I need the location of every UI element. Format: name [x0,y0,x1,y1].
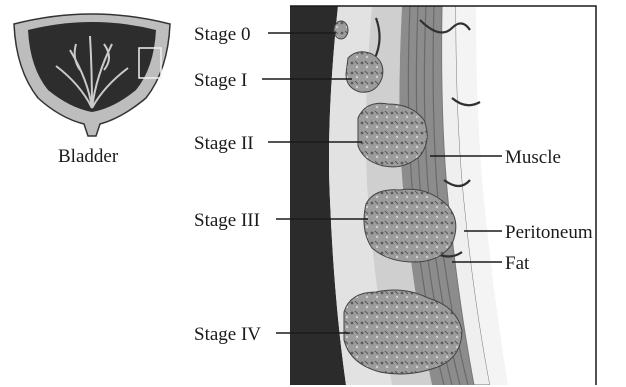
bladder-illustration: Bladder [14,14,170,167]
tumor-stage-i [346,52,383,92]
stage-0-label: Stage 0 [194,24,250,45]
fat-label: Fat [505,253,530,274]
muscle-label: Muscle [505,147,561,168]
stage-i-label: Stage I [194,70,247,91]
wall-cross-section [290,6,596,385]
stage-iii-label: Stage III [194,210,260,231]
tumor-stage-0 [334,21,348,39]
peritoneum-label: Peritoneum [505,222,593,243]
tumor-stage-ii [358,103,427,167]
stage-iv-label: Stage IV [194,324,261,345]
tumor-stage-iii [364,189,456,262]
bladder-label: Bladder [58,146,119,167]
stage-ii-label: Stage II [194,133,254,154]
